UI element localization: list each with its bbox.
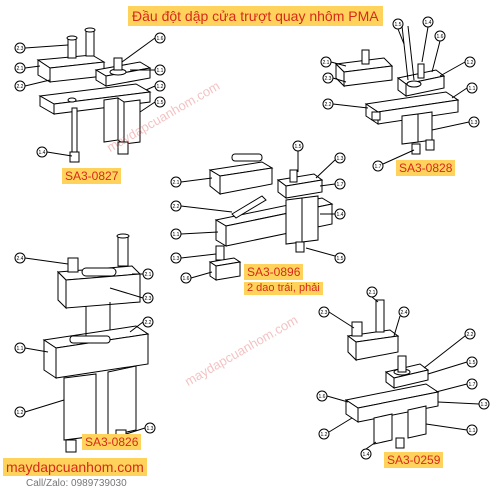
callout-number: 1.7 xyxy=(469,382,476,388)
callout-number: 1.5 xyxy=(395,22,402,28)
callout-number: 1.6 xyxy=(319,394,326,400)
drawing-sa3-0827 xyxy=(14,27,166,163)
product-code-sa3-0896: SA3-0896 xyxy=(244,264,304,280)
callout-number: 2.1 xyxy=(173,180,180,186)
callout-number: 1.3 xyxy=(173,256,180,262)
callout-number: 1.4 xyxy=(363,452,370,458)
footer-contact: Call/Zalo: 0989739030 xyxy=(26,478,127,489)
callout-number: 1.4 xyxy=(337,212,344,218)
product-code-sa3-0827: SA3-0827 xyxy=(62,168,122,184)
callout-number: 2.1 xyxy=(369,290,376,296)
callout-number: 2.2 xyxy=(145,320,152,326)
footer-website: maydapcuanhom.com xyxy=(3,458,147,476)
callout-number: 2.2 xyxy=(17,84,24,90)
callout-number: 1.2 xyxy=(17,410,24,416)
callout-number: 1.1 xyxy=(157,68,164,74)
callout-labels: 2.3 2.1 2.2 1.6 1.1 1.2 1.5 1.4 2.1 2.3 2.2 1.5 1.4 1… xyxy=(17,20,488,458)
callout-number: 2.3 xyxy=(325,76,332,82)
callout-number: 2.1 xyxy=(323,60,330,66)
callout-number: 1.5 xyxy=(157,100,164,106)
callout-number: 1.1 xyxy=(173,232,180,238)
callout-number: 1.5 xyxy=(469,360,476,366)
callout-number: 1.2 xyxy=(157,84,164,90)
callout-number: 2.4 xyxy=(17,256,24,262)
callout-number: 2.2 xyxy=(173,204,180,210)
callout-number: 1.3 xyxy=(147,426,154,432)
callout-number: 1.5 xyxy=(295,144,302,150)
callout-number: 2.3 xyxy=(145,296,152,302)
callout-number: 1.7 xyxy=(337,182,344,188)
product-code-sa3-0826: SA3-0826 xyxy=(82,434,142,450)
callout-number: 2.1 xyxy=(145,272,152,278)
callout-number: 2.4 xyxy=(401,310,408,316)
callout-number: 1.6 xyxy=(157,36,164,42)
callout-number: 2.3 xyxy=(17,46,24,52)
drawing-sa3-0896 xyxy=(170,140,346,284)
page-title: Đầu đột dập cửa trượt quay nhôm PMA xyxy=(128,6,383,26)
callout-number: 1.7 xyxy=(375,164,382,170)
callout-number: 2.1 xyxy=(17,66,24,72)
product-code-sa3-0259: SA3-0259 xyxy=(384,452,444,468)
callout-number: 1.5 xyxy=(337,256,344,262)
callout-number: 1.6 xyxy=(437,34,444,40)
callout-number: 1.1 xyxy=(469,428,476,434)
callout-number: 2.2 xyxy=(325,102,332,108)
callout-number: 1.1 xyxy=(469,86,476,92)
callout-number: 1.3 xyxy=(337,156,344,162)
callout-number: 1.2 xyxy=(321,432,328,438)
drawing-sa3-0259 xyxy=(316,286,490,460)
product-code-sa3-0828: SA3-0828 xyxy=(396,160,456,176)
callout-number: 2.2 xyxy=(467,332,474,338)
callout-number: 1.4 xyxy=(425,20,432,26)
callout-number: 1.3 xyxy=(481,402,488,408)
callout-number: 1.2 xyxy=(467,60,474,66)
callout-number: 2.3 xyxy=(321,310,328,316)
callout-number: 1.4 xyxy=(39,150,46,156)
callout-number: 1.6 xyxy=(183,276,190,282)
drawing-sa3-0826 xyxy=(14,233,156,453)
drawing-sa3-0828 xyxy=(320,16,480,172)
callout-number: 1.3 xyxy=(471,120,478,126)
product-note-sa3-0896: 2 dao trái, phải xyxy=(244,282,323,295)
callout-number: 1.1 xyxy=(17,346,24,352)
